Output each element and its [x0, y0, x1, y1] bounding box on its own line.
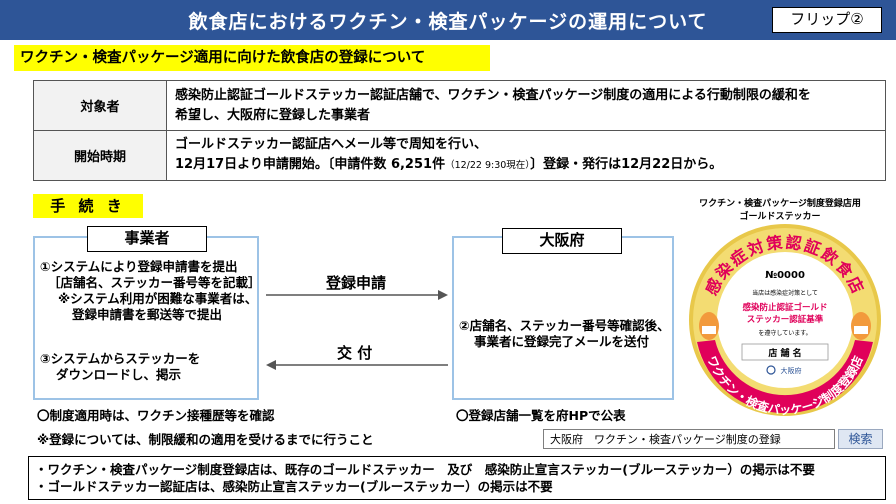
row-value-start: ゴールドステッカー認証店へメール等で周知を行い、 12月17日より申請開始。〔申… [166, 130, 886, 181]
business-step1-detail: ［店舗名、ステッカー番号等を記載］ [48, 275, 261, 290]
value-line: 感染防止認証ゴールドステッカー認証店舗で、ワクチン・検査パッケージ制度の適用によ… [175, 87, 811, 103]
note-publish-list: 〇登録店舗一覧を府HPで公表 [456, 408, 626, 423]
row-value-target: 感染防止認証ゴールドステッカー認証店舗で、ワクチン・検査パッケージ制度の適用によ… [166, 80, 886, 131]
table-row: 対象者 感染防止認証ゴールドステッカー認証店舗で、ワクチン・検査パッケージ制度の… [33, 80, 886, 131]
info-table: 対象者 感染防止認証ゴールドステッカー認証店舗で、ワクチン・検査パッケージ制度の… [33, 80, 886, 181]
apply-label: 登録申請 [326, 274, 387, 292]
header-bar: 飲食店におけるワクチン・検査パッケージの運用について [0, 0, 896, 40]
table-row: 開始時期 ゴールドステッカー認証店へメール等で周知を行い、 12月17日より申請… [33, 130, 886, 181]
apply-arrowhead [438, 290, 448, 300]
value-line: 12月17日より申請開始。〔申請件数 6,251件（12/22 9:30現在）〕… [175, 155, 877, 176]
gold-sticker: 感染症対策認証飲食店 ワクチン・検査パッケージ制度登録店 №0000 当店は感染… [689, 224, 881, 417]
osaka-box [452, 236, 674, 400]
sticker-red-line1: 感染防止認証ゴールド [742, 302, 827, 313]
sticker-store-label: 店 舗 名 [768, 347, 801, 359]
issue-arrowhead [266, 360, 276, 370]
business-step1: ①システムにより登録申請書を提出 [40, 259, 238, 274]
value-text: 12月17日より申請開始。〔申請件数 6,251件 [175, 157, 446, 172]
business-step3: ③システムからステッカーを [40, 351, 201, 366]
arrows [266, 290, 448, 370]
sticker-store-box [741, 343, 829, 361]
sticker-red-band [697, 340, 873, 414]
section-subtitle: ワクチン・検査パッケージ適用に向けた飲食店の登録について [14, 45, 490, 71]
osaka-step2: ②店舗名、ステッカー番号等確認後、 [459, 318, 670, 333]
sticker-caption-1: ワクチン・検査パッケージ制度登録店用 [699, 199, 861, 209]
business-label: 事業者 [87, 226, 207, 252]
sticker-caption-2: ゴールドステッカー [739, 212, 821, 222]
mascot-right-icon [851, 312, 871, 340]
note-vaccine-check: 〇制度適用時は、ワクチン接種歴等を確認 [37, 408, 275, 423]
osaka-step2-detail: 事業者に登録完了メールを送付 [474, 334, 650, 349]
value-note: （12/22 9:30現在） [445, 160, 531, 171]
row-key-target: 対象者 [33, 80, 167, 131]
osaka-label: 大阪府 [502, 228, 622, 254]
mascot-left-icon [699, 312, 719, 340]
bottom-notes: ・ワクチン・検査パッケージ制度登録店は、既存のゴールドステッカー 及び 感染防止… [28, 456, 886, 500]
sticker-small-text2: を遵守しています。 [758, 329, 811, 337]
procedure-title: 手 続 き [33, 194, 143, 218]
page-title: 飲食店におけるワクチン・検査パッケージの運用について [188, 11, 708, 33]
issue-label: 交 付 [337, 344, 373, 362]
sticker-red-line2: ステッカー認証基準 [747, 314, 824, 325]
osaka-logo-icon [766, 365, 776, 375]
business-note-detail: 登録申請書を郵送等で提出 [72, 307, 223, 322]
bottom-note: ・ワクチン・検査パッケージ制度登録店は、既存のゴールドステッカー 及び 感染防止… [35, 462, 815, 477]
bottom-note: ・ゴールドステッカー認証店は、感染防止宣言ステッカー(ブルーステッカー）の掲示は… [35, 479, 553, 494]
note-register-timing: ※登録については、制限緩和の適用を受けるまでに行うこと [37, 432, 374, 447]
search-input[interactable] [543, 429, 835, 449]
value-line: ゴールドステッカー認証店へメール等で周知を行い、 [175, 137, 488, 152]
sticker-small-text: 当店は感染症対策として [752, 289, 818, 297]
search-button[interactable]: 検索 [838, 429, 883, 449]
business-step3-detail: ダウンロードし、掲示 [56, 367, 182, 382]
sticker-pref: 大阪府 [781, 366, 802, 375]
business-note: ※システム利用が困難な事業者は、 [58, 291, 258, 306]
search-bar: 検索 [543, 429, 883, 449]
sticker-number: №0000 [765, 270, 805, 281]
value-line: 希望し、大阪府に登録した事業者 [175, 107, 371, 123]
flip-badge: フリップ② [772, 7, 882, 33]
value-text: 〕登録・発行は12月22日から。 [530, 157, 723, 172]
row-key-start: 開始時期 [33, 130, 167, 181]
